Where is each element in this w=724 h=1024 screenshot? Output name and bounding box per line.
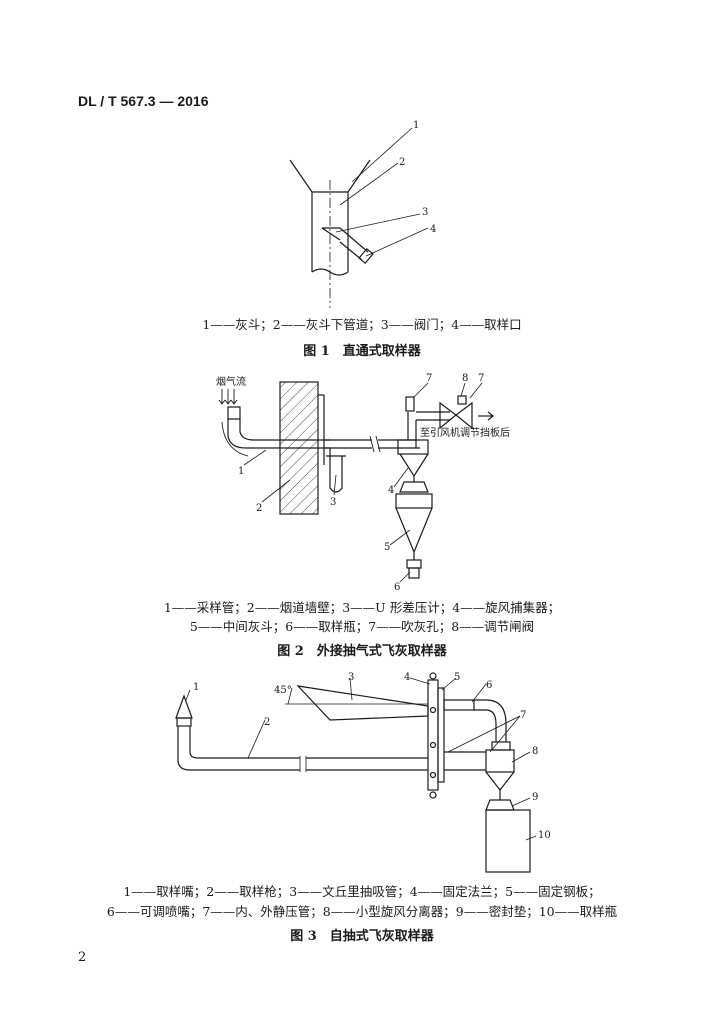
fixed-flange: [427, 679, 439, 791]
figure-3-self-suction-sampler-diagram: 45° 1 2 3 4 5 6 7 8 9 10: [175, 672, 551, 873]
venturi-suction-tube: [296, 685, 429, 721]
soot-blow-hole-1: [405, 396, 415, 412]
fig3-label-10: 10: [538, 830, 551, 841]
fig2-label-8: 8: [462, 373, 468, 384]
cyclone-top: [397, 439, 429, 455]
figure-2-external-suction-sampler-diagram: 烟气流 至引风机调节挡板后 1 2 3 4: [216, 373, 510, 593]
branch-upper: [339, 227, 369, 253]
figure-1-caption: 图 1 直通式取样器: [303, 344, 421, 359]
fig2-label-7a: 7: [426, 373, 432, 384]
sampling-nozzle-tip: [175, 694, 193, 719]
outlet-label: 至引风机调节挡板后: [420, 426, 510, 439]
fig1-label-2: 2: [399, 157, 405, 168]
pipe-break-2: [369, 435, 381, 453]
fig1-label-4: 4: [430, 224, 436, 235]
figure-3-legend-line-1: 1——取样嘴；2——取样枪；3——文丘里抽吸管；4——固定法兰；5——固定钢板；: [123, 884, 601, 899]
fig1-label-1: 1: [413, 120, 419, 131]
fixed-steel-plate: [437, 687, 445, 783]
standard-code-header: DL / T 567.3 — 2016: [78, 93, 209, 109]
figure-3-caption: 图 3 自抽式飞灰取样器: [290, 929, 434, 944]
figure-1-direct-sampler-diagram: 1 2 3 4: [289, 120, 436, 308]
fig3-label-7: 7: [520, 710, 526, 721]
adjustable-nozzle: [443, 699, 475, 711]
fig3-label-8: 8: [532, 746, 538, 757]
sampling-pipe-top: [239, 419, 330, 441]
figure-2-caption: 图 2 外接抽气式飞灰取样器: [277, 644, 447, 659]
u-manometer: [329, 448, 343, 493]
fig3-label-1: 1: [193, 682, 199, 693]
valve-plate-diag: [321, 227, 341, 241]
figure-2-legend-line-1: 1——采样管；2——烟道墙壁；3——U 形差压计；4——旋风捕集器；: [163, 600, 561, 615]
fig3-label-4: 4: [404, 672, 410, 683]
fig2-label-5: 5: [384, 542, 390, 553]
sampling-nozzle: [227, 406, 241, 420]
flue-gas-label: 烟气流: [216, 375, 246, 388]
flue-wall: [279, 381, 319, 515]
angle-label: 45°: [274, 685, 292, 696]
sampling-gun-outer: [177, 726, 300, 771]
hopper-left-wall: [289, 159, 313, 193]
fig1-label-3: 3: [422, 207, 428, 218]
sampling-port: [358, 247, 374, 265]
fig2-label-2: 2: [256, 503, 262, 514]
regulating-gate-valve: [439, 401, 457, 430]
fig2-label-3: 3: [330, 497, 336, 508]
sample-bottle: [485, 809, 531, 873]
fig2-label-7b: 7: [478, 373, 484, 384]
sampling-pipe-bottom: [227, 419, 330, 449]
intermediate-hopper-top: [395, 493, 433, 509]
fig3-label-9: 9: [532, 792, 538, 803]
sampling-nozzle: [176, 717, 192, 727]
fig2-label-1: 1: [238, 466, 244, 477]
seal-gasket: [485, 799, 515, 811]
figure-2-legend-line-2: 5——中间灰斗；6——取样瓶；7——吹灰孔；8——调节闸阀: [189, 619, 535, 634]
sampling-gun-inner: [189, 726, 300, 759]
fig2-label-4: 4: [388, 485, 394, 496]
fig3-label-2: 2: [264, 717, 270, 728]
page-number: 2: [78, 950, 87, 965]
branch-lower: [339, 241, 363, 261]
fig2-label-6: 6: [394, 582, 400, 593]
small-cyclone: [485, 749, 515, 773]
figure-3-legend-line-2: 6——可调喷嘴；7——内、外静压管；8——小型旋风分离器；9——密封垫；10——…: [106, 904, 618, 919]
figure-1-legend: 1——灰斗；2——灰斗下管道；3——阀门；4——取样口: [202, 317, 522, 332]
fig3-label-5: 5: [454, 672, 460, 683]
nozzle-pipe-outer: [474, 699, 507, 742]
fig3-label-3: 3: [348, 672, 354, 683]
fig3-label-6: 6: [486, 680, 492, 691]
